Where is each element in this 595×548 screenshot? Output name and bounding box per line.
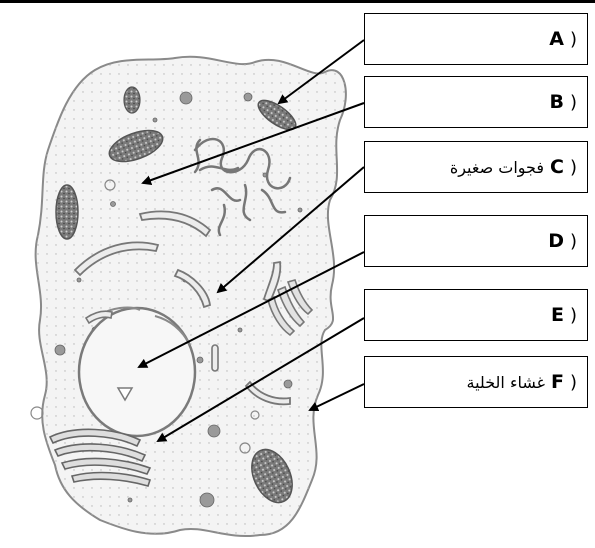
mitochondrion [56, 185, 78, 239]
label-text-f: غشاء الخلية [467, 373, 545, 392]
label-box-e[interactable]: E ) [364, 289, 588, 341]
label-letter-b: B [549, 91, 563, 113]
label-box-c[interactable]: فجوات صغيرة C ) [364, 141, 588, 193]
label-paren-e: ) [570, 305, 577, 326]
mitochondrion [124, 87, 140, 113]
label-letter-c: C [550, 156, 564, 178]
label-text-c: فجوات صغيرة [450, 158, 544, 177]
label-box-d[interactable]: D ) [364, 215, 588, 267]
label-box-a[interactable]: A ) [364, 13, 588, 65]
nucleus [79, 308, 195, 436]
label-letter-e: E [551, 304, 564, 326]
label-letter-a: A [549, 28, 564, 50]
label-letter-d: D [548, 230, 564, 252]
label-box-f[interactable]: غشاء الخلية F ) [364, 356, 588, 408]
label-paren-c: ) [570, 157, 577, 178]
label-paren-b: ) [570, 92, 577, 113]
label-paren-a: ) [570, 29, 577, 50]
label-paren-d: ) [570, 231, 577, 252]
label-letter-f: F [551, 371, 564, 393]
label-box-b[interactable]: B ) [364, 76, 588, 128]
label-paren-f: ) [570, 372, 577, 393]
